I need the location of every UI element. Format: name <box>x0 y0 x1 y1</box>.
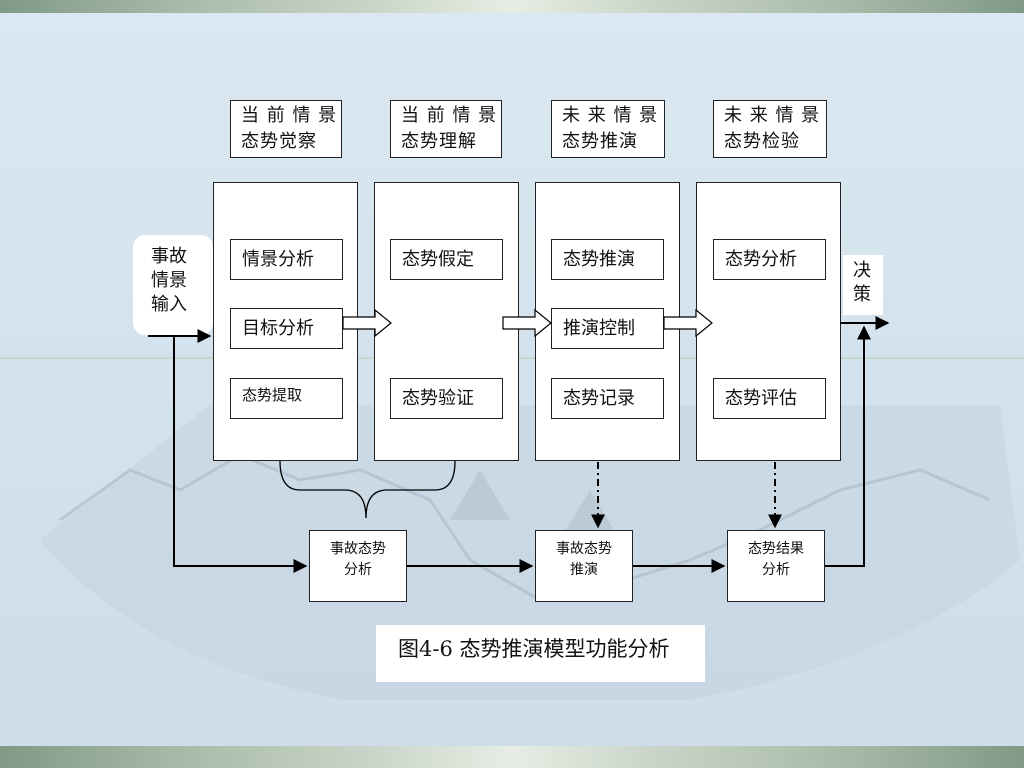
stage-header-line2: 态势检验 <box>724 131 800 152</box>
node-scene-analysis: 情景分析 <box>230 239 343 280</box>
stage-header-line1: 当 前 情 景 <box>401 105 498 126</box>
stage-header-verification: 未 来 情 景 态势检验 <box>713 100 827 158</box>
decision-line2: 策 <box>853 284 871 305</box>
bottom-node-line1: 事故态势 <box>556 541 612 557</box>
node-situation-deduction: 态势推演 <box>551 239 664 280</box>
bottom-node-line2: 推演 <box>570 562 598 578</box>
node-situation-assumption: 态势假定 <box>390 239 503 280</box>
node-accident-situation-deduction: 事故态势 推演 <box>535 530 633 602</box>
top-decorative-band <box>0 0 1024 13</box>
stage-header-line2: 态势理解 <box>401 131 477 152</box>
hollow-arrow-stage2-to-stage3 <box>502 308 552 338</box>
bottom-node-line1: 事故态势 <box>330 541 386 557</box>
figure-caption: 图4-6 态势推演模型功能分析 <box>376 625 705 682</box>
node-accident-situation-analysis: 事故态势 分析 <box>309 530 407 602</box>
stage-header-line2: 态势觉察 <box>241 131 317 152</box>
stage-header-deduction: 未 来 情 景 态势推演 <box>551 100 665 158</box>
input-line1: 事故 <box>151 246 187 267</box>
node-situation-analysis: 态势分析 <box>713 239 826 280</box>
node-target-analysis: 目标分析 <box>230 308 343 349</box>
input-to-analysis-connector <box>173 336 308 573</box>
stage-header-line1: 未 来 情 景 <box>562 105 659 126</box>
bottom-node-line2: 分析 <box>762 562 790 578</box>
stage-header-line2: 态势推演 <box>562 131 638 152</box>
node-situation-validation: 态势验证 <box>390 378 503 419</box>
node-situation-assessment: 态势评估 <box>713 378 826 419</box>
node-deduction-control: 推演控制 <box>551 308 664 349</box>
grouping-brace <box>279 460 456 519</box>
result-to-decision-connector <box>825 325 871 567</box>
stage-header-awareness: 当 前 情 景 态势觉察 <box>230 100 342 158</box>
decision-output-node: 决 策 <box>843 255 883 315</box>
input-line2: 情景 <box>151 270 187 291</box>
accident-scene-input-node: 事故 情景 输入 <box>133 235 213 335</box>
stage-header-line1: 未 来 情 景 <box>724 105 821 126</box>
stage-header-line1: 当 前 情 景 <box>241 105 338 126</box>
hollow-arrow-stage1-to-stage2 <box>342 308 392 338</box>
bottom-node-line2: 分析 <box>344 562 372 578</box>
bottom-decorative-band <box>0 746 1024 768</box>
decision-line1: 决 <box>853 260 871 281</box>
stage-header-understanding: 当 前 情 景 态势理解 <box>390 100 502 158</box>
hollow-arrow-stage3-to-stage4 <box>663 308 713 338</box>
node-situation-record: 态势记录 <box>551 378 664 419</box>
bottom-node-line1: 态势结果 <box>748 541 804 557</box>
input-line3: 输入 <box>151 294 187 315</box>
node-situation-extraction: 态势提取 <box>230 378 343 419</box>
node-situation-result-analysis: 态势结果 分析 <box>727 530 825 602</box>
